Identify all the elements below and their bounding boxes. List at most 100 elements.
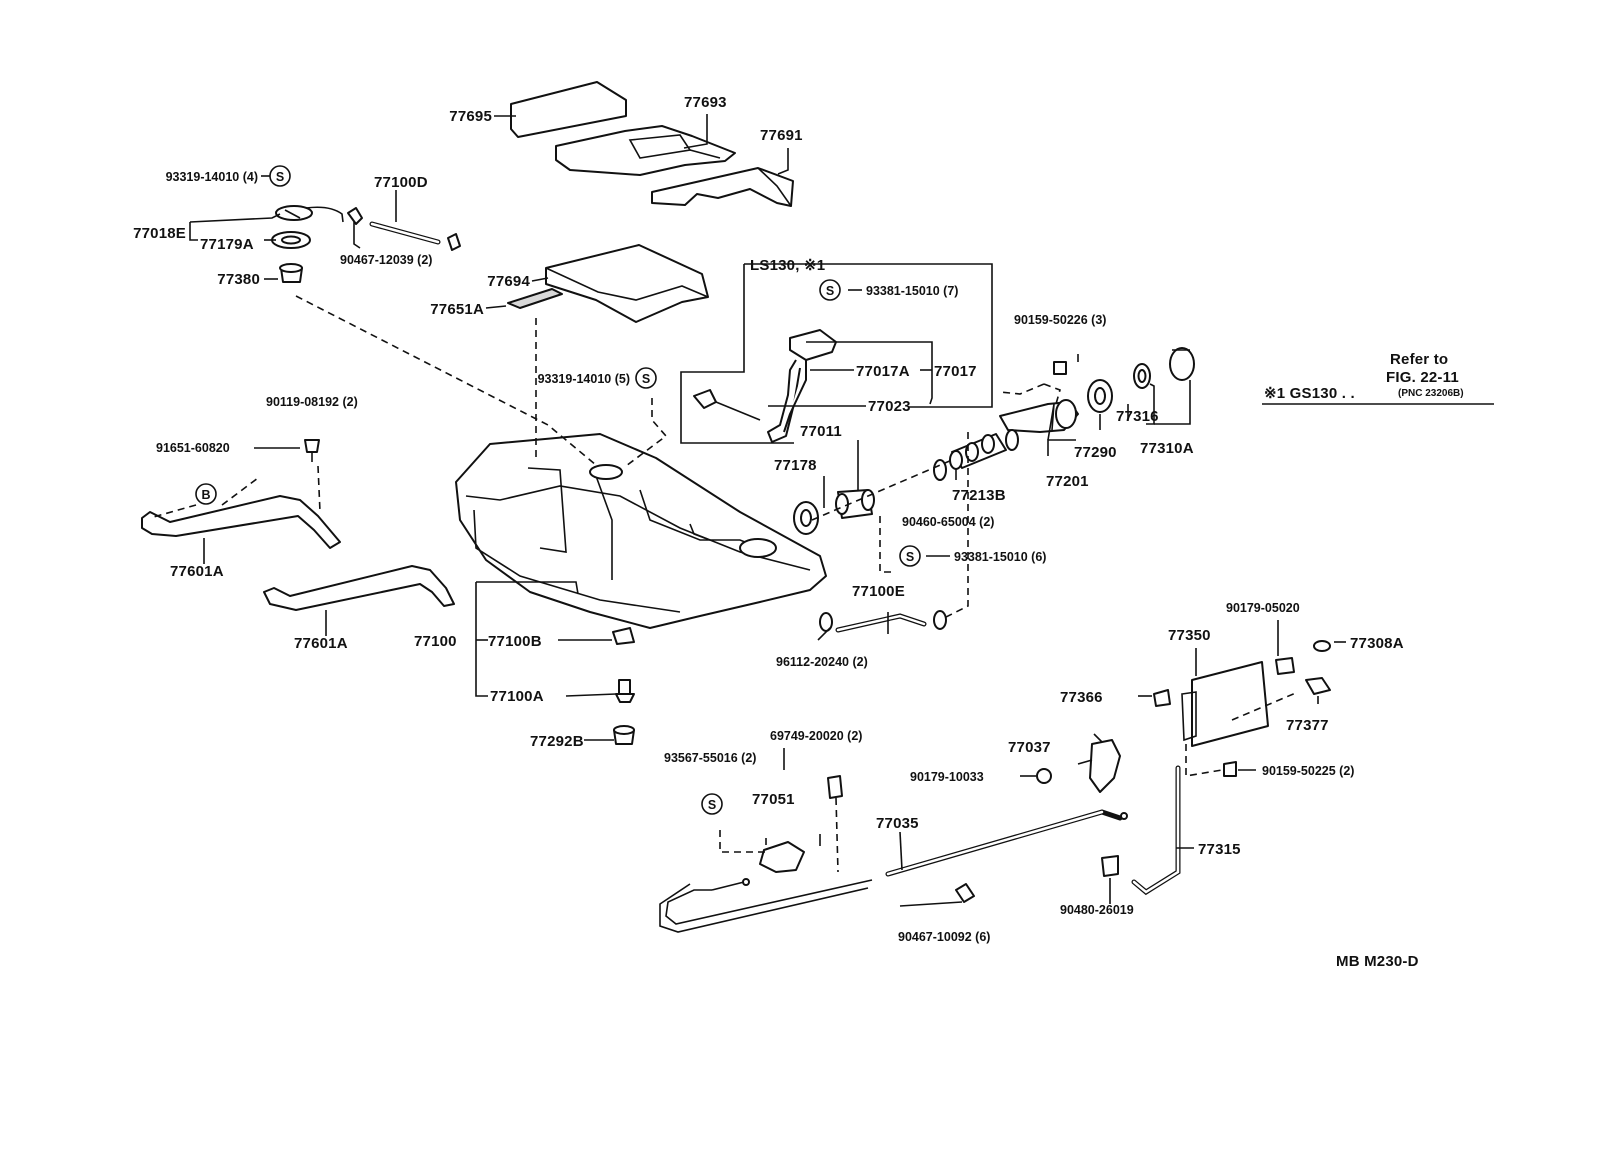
label-77601A-lower: 77601A bbox=[294, 635, 348, 652]
reference-line1: Refer to bbox=[1390, 351, 1448, 368]
fitting-77011 bbox=[835, 489, 875, 519]
label-77213B: 77213B bbox=[952, 487, 1006, 504]
cushion-77100B bbox=[612, 627, 635, 645]
bumper-90179-05020 bbox=[1275, 657, 1295, 675]
label-77017A: 77017A bbox=[856, 363, 910, 380]
sender-77018E bbox=[275, 205, 344, 223]
label-93319-14010-5: 93319-14010 (5) bbox=[538, 372, 630, 386]
label-93319-14010-4: 93319-14010 (4) bbox=[166, 170, 258, 184]
label-96112-20240: 96112-20240 (2) bbox=[776, 655, 868, 669]
label-93381-15010-6: 93381-15010 (6) bbox=[954, 550, 1046, 564]
gasket-77178 bbox=[793, 501, 819, 535]
gasket-77316 bbox=[1133, 363, 1151, 389]
filler-pipe-77201 bbox=[999, 399, 1079, 433]
bolt-90159-50226 bbox=[1053, 361, 1067, 375]
label-77179A: 77179A bbox=[200, 236, 254, 253]
cover-77693 bbox=[555, 125, 736, 176]
label-93381-15010-7: 93381-15010 (7) bbox=[866, 284, 958, 298]
label-77316: 77316 bbox=[1116, 408, 1159, 425]
label-77601A-upper: 77601A bbox=[170, 563, 224, 580]
bolt-77100A bbox=[615, 679, 635, 703]
s-symbol-2: S bbox=[819, 279, 841, 301]
cable-77051 bbox=[659, 878, 873, 933]
svg-text:S: S bbox=[826, 284, 834, 298]
label-ls130: LS130, ※1 bbox=[750, 257, 825, 274]
bolt-90119-08192 bbox=[304, 439, 320, 462]
cover-77691 bbox=[651, 167, 794, 207]
cover-77695 bbox=[510, 81, 627, 138]
label-90467-10092: 90467-10092 (6) bbox=[898, 930, 990, 944]
grommet-77380 bbox=[279, 263, 303, 283]
hose-77213B bbox=[949, 433, 1007, 470]
label-77100A: 77100A bbox=[490, 688, 544, 705]
label-77308A: 77308A bbox=[1350, 635, 1404, 652]
spring-77308A bbox=[1313, 640, 1331, 652]
cap-77310A bbox=[1169, 347, 1195, 381]
label-77292B: 77292B bbox=[530, 733, 584, 750]
label-69749-20020: 69749-20020 (2) bbox=[770, 729, 862, 743]
s-symbol-4: S bbox=[899, 545, 921, 567]
label-77694: 77694 bbox=[487, 273, 530, 290]
hose-77100D bbox=[369, 221, 441, 245]
drain-hose-77315 bbox=[1131, 765, 1181, 896]
label-77100D: 77100D bbox=[374, 174, 428, 191]
nut-90179-10033 bbox=[1036, 768, 1052, 784]
clamp-96112-20240 bbox=[819, 610, 947, 632]
clip-90467-12039 bbox=[347, 207, 461, 251]
pump-77017 bbox=[693, 329, 837, 443]
label-90159-50226: 90159-50226 (3) bbox=[1014, 313, 1106, 327]
fuel-tank-77100 bbox=[455, 433, 827, 629]
s-symbol-3: S bbox=[635, 367, 657, 389]
clip-69749-20020 bbox=[827, 775, 843, 799]
label-77178: 77178 bbox=[774, 457, 817, 474]
strap-77601A-lower bbox=[263, 565, 455, 611]
svg-text:B: B bbox=[201, 488, 210, 502]
clamp-90460-65004 bbox=[933, 429, 1019, 481]
label-77201: 77201 bbox=[1046, 473, 1089, 490]
label-90159-50225: 90159-50225 (2) bbox=[1262, 764, 1354, 778]
label-77315: 77315 bbox=[1198, 841, 1241, 858]
label-77017: 77017 bbox=[934, 363, 977, 380]
label-77691: 77691 bbox=[760, 127, 803, 144]
strap-77601A-upper bbox=[141, 495, 341, 549]
s-symbol-1: S bbox=[269, 165, 291, 187]
grommet-77292B bbox=[613, 725, 635, 745]
clip-77366 bbox=[1153, 689, 1171, 707]
label-90179-05020: 90179-05020 bbox=[1226, 601, 1300, 615]
cable-77035 bbox=[885, 809, 1128, 877]
label-77695: 77695 bbox=[449, 108, 492, 125]
label-77051: 77051 bbox=[752, 791, 795, 808]
clip-90467-10092 bbox=[955, 883, 975, 903]
label-91651-60820: 91651-60820 bbox=[156, 441, 230, 455]
label-90460-65004: 90460-65004 (2) bbox=[902, 515, 994, 529]
svg-text:S: S bbox=[906, 550, 914, 564]
opener-77037 bbox=[1077, 739, 1121, 793]
label-77290: 77290 bbox=[1074, 444, 1117, 461]
reference-line3-prefix: ※1 GS130 . . bbox=[1264, 385, 1355, 402]
part-labels: 77695 77693 77691 93319-14010 (4) 77100D… bbox=[133, 94, 1418, 970]
gasket-77179A bbox=[271, 231, 311, 249]
reference-line3-pnc: (PNC 23206B) bbox=[1398, 388, 1464, 399]
fuel-lid-77350 bbox=[1181, 661, 1269, 747]
dashed-leaders bbox=[149, 295, 1299, 873]
leader-lines bbox=[189, 114, 1494, 907]
label-90119-08192: 90119-08192 (2) bbox=[266, 395, 358, 409]
bolt-90159-50225 bbox=[1223, 761, 1237, 777]
ls130-box bbox=[680, 263, 993, 444]
label-77100: 77100 bbox=[414, 633, 457, 650]
strip-77651A bbox=[507, 288, 563, 309]
label-77377: 77377 bbox=[1286, 717, 1329, 734]
label-77651A: 77651A bbox=[430, 301, 484, 318]
hose-77100E bbox=[835, 613, 927, 633]
label-77350: 77350 bbox=[1168, 627, 1211, 644]
s-symbol-5: S bbox=[701, 793, 723, 815]
label-90467-12039: 90467-12039 (2) bbox=[340, 253, 432, 267]
svg-text:S: S bbox=[276, 170, 284, 184]
label-77310A: 77310A bbox=[1140, 440, 1194, 457]
label-77018E: 77018E bbox=[133, 225, 186, 242]
svg-text:S: S bbox=[708, 798, 716, 812]
b-symbol: B bbox=[195, 483, 217, 505]
label-93567-55016: 93567-55016 (2) bbox=[664, 751, 756, 765]
svg-text:S: S bbox=[642, 372, 650, 386]
